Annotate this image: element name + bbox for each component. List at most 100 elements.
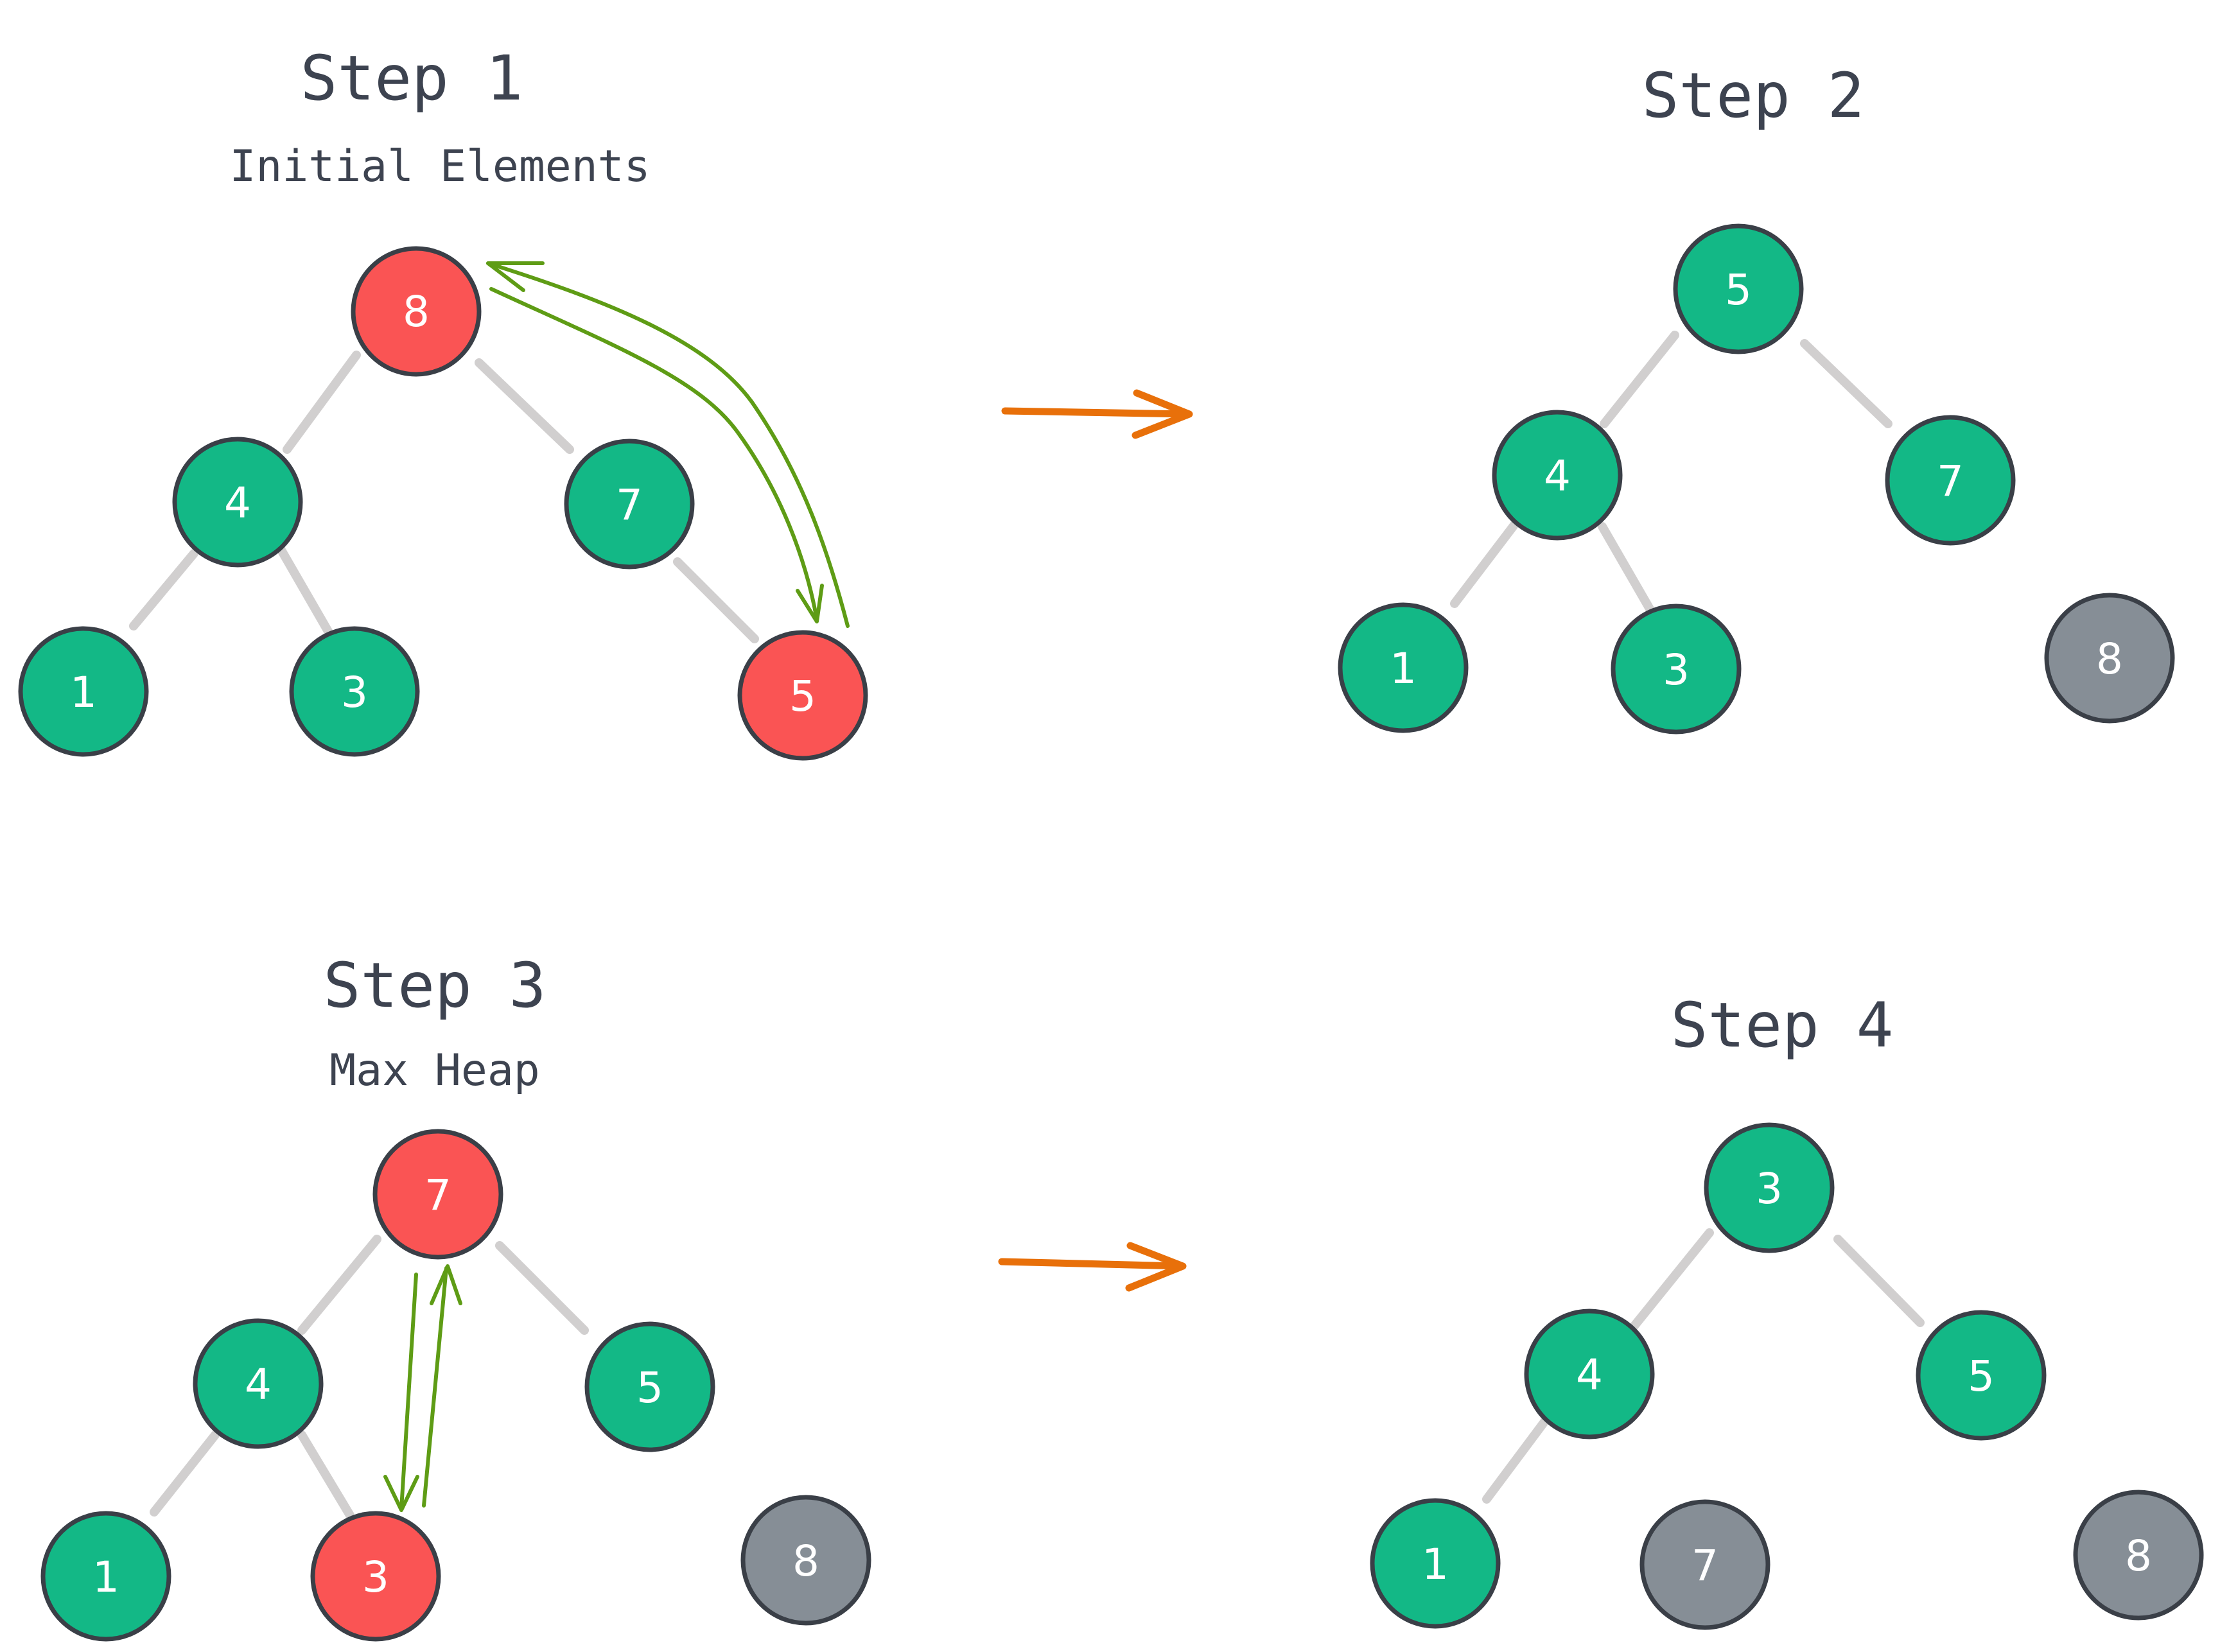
node-label: 4 — [1544, 451, 1571, 501]
node-circle — [193, 1318, 324, 1449]
step-1-node-8: 8 — [351, 246, 482, 377]
node-circle — [1916, 1310, 2047, 1441]
node-label: 3 — [362, 1552, 389, 1602]
step-3-node-4: 4 — [193, 1318, 324, 1449]
node-label: 1 — [70, 668, 97, 717]
node-circle — [351, 246, 482, 377]
node-circle — [1524, 1309, 1655, 1439]
node-circle — [172, 437, 303, 568]
node-circle — [1338, 602, 1469, 733]
step-2-title: Step 2 — [1642, 60, 1865, 132]
edge — [1833, 1235, 1925, 1327]
edge — [297, 1235, 381, 1335]
edge — [150, 1430, 220, 1517]
node-label: 3 — [341, 668, 368, 717]
node-label: 5 — [1968, 1352, 1995, 1401]
step-arrow-1-2 — [1001, 389, 1193, 439]
node-label: 5 — [1725, 265, 1752, 315]
node-circle — [1673, 223, 1804, 354]
node-label: 4 — [1576, 1350, 1603, 1400]
edge — [297, 1430, 354, 1520]
step-4-panel: Step 4 3 4 5 1 7 8 — [1370, 989, 2204, 1630]
step-4-title: Step 4 — [1671, 989, 1894, 1061]
step-4-node-5: 5 — [1916, 1310, 2047, 1441]
step-1-subtitle: Initial Elements — [229, 141, 650, 192]
node-label: 8 — [2096, 634, 2123, 684]
step-2-node-1: 1 — [1338, 602, 1469, 733]
node-label: 3 — [1756, 1164, 1783, 1213]
step-4-node-8: 8 — [2073, 1490, 2204, 1621]
node-circle — [1704, 1122, 1835, 1253]
node-label: 7 — [616, 480, 643, 530]
edge — [1482, 1411, 1553, 1504]
edge — [475, 358, 574, 454]
edge — [1598, 522, 1655, 614]
node-circle — [289, 626, 420, 757]
step-1-node-3: 3 — [289, 626, 420, 757]
step-3-subtitle: Max Heap — [329, 1045, 540, 1096]
swap-arrow-8-5 — [486, 261, 850, 628]
node-circle — [564, 439, 695, 570]
step-3-node-3: 3 — [310, 1511, 441, 1642]
node-circle — [40, 1511, 171, 1642]
node-circle — [2044, 593, 2175, 724]
node-label: 7 — [424, 1170, 451, 1220]
node-circle — [1611, 604, 1742, 735]
node-label: 5 — [789, 672, 816, 721]
step-2-node-7: 7 — [1885, 415, 2016, 546]
step-3-title: Step 3 — [324, 950, 546, 1022]
step-2-node-5: 5 — [1673, 223, 1804, 354]
step-2-node-3: 3 — [1611, 604, 1742, 735]
node-label: 1 — [92, 1552, 119, 1602]
edge — [1800, 339, 1892, 428]
step-3-node-7: 7 — [372, 1129, 503, 1260]
step-3-node-1: 1 — [40, 1511, 171, 1642]
node-circle — [18, 626, 149, 757]
node-label: 7 — [1691, 1541, 1718, 1590]
node-circle — [1492, 410, 1623, 541]
node-label: 4 — [245, 1360, 272, 1409]
node-label: 8 — [792, 1536, 819, 1586]
node-label: 8 — [403, 287, 430, 336]
node-circle — [1639, 1499, 1770, 1630]
node-label: 5 — [636, 1363, 663, 1413]
node-circle — [740, 1495, 871, 1626]
step-4-node-3: 3 — [1704, 1122, 1835, 1253]
node-circle — [737, 630, 868, 761]
node-label: 1 — [1390, 644, 1417, 693]
node-circle — [2073, 1490, 2204, 1621]
edge — [495, 1241, 589, 1335]
edge — [129, 549, 198, 630]
step-2-panel: Step 2 5 4 7 1 3 8 — [1338, 60, 2175, 735]
step-1-node-5: 5 — [737, 630, 868, 761]
step-1-title: Step 1 — [301, 42, 523, 114]
node-label: 3 — [1663, 645, 1690, 695]
node-circle — [372, 1129, 503, 1260]
edge — [1450, 519, 1520, 608]
edge — [1630, 1228, 1714, 1330]
step-2-node-8: 8 — [2044, 593, 2175, 724]
swap-arrow-7-3 — [383, 1264, 462, 1512]
node-circle — [584, 1321, 715, 1452]
edge — [283, 351, 361, 454]
step-3-panel: Step 3 Max Heap 7 4 5 1 3 8 — [40, 950, 871, 1642]
node-label: 8 — [2125, 1531, 2152, 1581]
step-1-node-1: 1 — [18, 626, 149, 757]
step-3-node-8: 8 — [740, 1495, 871, 1626]
edge — [276, 544, 333, 637]
step-4-node-7: 7 — [1639, 1499, 1770, 1630]
step-arrow-3-4 — [998, 1242, 1187, 1292]
step-2-node-4: 4 — [1492, 410, 1623, 541]
edge — [673, 557, 759, 643]
step-1-panel: Step 1 Initial Elements 8 4 7 1 3 5 — [18, 42, 868, 761]
node-label: 7 — [1937, 456, 1964, 506]
edge — [1600, 331, 1679, 428]
node-label: 1 — [1422, 1540, 1449, 1589]
step-4-node-4: 4 — [1524, 1309, 1655, 1439]
step-3-node-5: 5 — [584, 1321, 715, 1452]
step-1-node-7: 7 — [564, 439, 695, 570]
step-1-node-4: 4 — [172, 437, 303, 568]
node-label: 4 — [224, 478, 251, 528]
node-circle — [1370, 1498, 1501, 1629]
